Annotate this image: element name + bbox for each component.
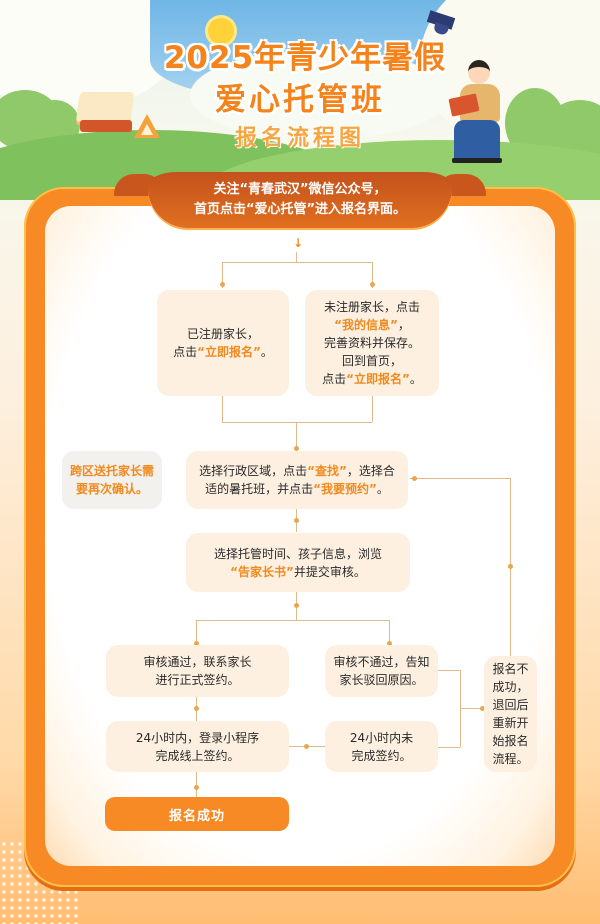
highlight-link-text: “我的信息” — [334, 318, 398, 332]
arrow-marker — [370, 282, 375, 287]
page-subtitle: 报名流程图 — [234, 126, 365, 151]
step-approved: 审核通过，联系家长 进行正式签约。 — [106, 645, 289, 697]
arrow-marker — [387, 641, 392, 646]
banner-line1: 关注“青春武汉”微信公众号， — [213, 182, 387, 197]
box-text: 进行正式签约。 — [155, 673, 240, 687]
banner-line2: 首页点击“爱心托管”进入报名界面。 — [193, 202, 407, 217]
arrow-marker — [194, 641, 199, 646]
header-illustration: 2025年青少年暑假 爱心托管班 报名流程图 — [0, 0, 600, 200]
reading-child-illustration — [440, 58, 530, 168]
step-not-signed: 24小时内未 完成签约。 — [325, 721, 438, 772]
page-title-line1: 2025年青少年暑假 — [163, 40, 447, 76]
step-select-district: 选择行政区域，点击“查找”，选择合 适的暑托班，并点击“我要预约”。 — [186, 451, 408, 509]
page-title-line2: 爱心托管班 — [215, 82, 385, 118]
box-text: 家长驳回原因。 — [339, 673, 424, 687]
connector-line — [196, 772, 197, 797]
box-text: 已注册家长， — [186, 327, 259, 341]
connector-line — [296, 252, 297, 262]
arrow-marker — [508, 564, 513, 569]
box-text: 完成签约。 — [351, 748, 412, 763]
box-text: 审核不通过，告知 — [333, 655, 430, 669]
down-arrow-icon: ↓ — [293, 236, 304, 250]
box-text: 适的暑托班，并点击“我要预约”。 — [205, 482, 389, 496]
cloud-decoration — [190, 50, 450, 140]
intro-banner-text: 关注“青春武汉”微信公众号， 首页点击“爱心托管”进入报名界面。 — [148, 180, 452, 220]
connector-line — [460, 708, 484, 709]
highlight-link-text: “立即报名” — [346, 372, 410, 386]
arrow-marker — [480, 706, 485, 711]
cross-district-note: 跨区送托家长需 要再次确认。 — [62, 451, 162, 509]
highlight-link-text: “告家长书” — [230, 564, 294, 579]
connector-line — [222, 262, 223, 288]
box-text: 点击“立即报名”。 — [322, 372, 422, 386]
highlight-link-text: “我要预约” — [313, 482, 377, 496]
box-text: 点击“立即报名”。 — [173, 345, 273, 359]
arrow-marker — [294, 518, 299, 523]
box-text: 完成线上签约。 — [155, 748, 240, 763]
registration-success: 报名成功 — [105, 797, 289, 831]
step-rejected: 审核不通过，告知 家长驳回原因。 — [325, 645, 438, 697]
box-text: 成功， — [492, 680, 529, 694]
books-icon — [75, 92, 136, 138]
arrow-marker — [304, 744, 309, 749]
step-failed: 报名不 成功， 退回后 重新开 始报名 流程。 — [484, 656, 537, 772]
box-text: 24小时内，登录小程序 — [135, 730, 260, 745]
intro-banner — [148, 172, 452, 228]
sun-icon — [208, 18, 234, 44]
connector-line — [196, 620, 197, 644]
connector-line — [438, 747, 460, 748]
connector-line — [372, 396, 373, 422]
box-text: 报名不 — [492, 662, 529, 676]
box-text: 始报名 — [492, 734, 529, 748]
box-text: 未注册家长，点击 — [323, 300, 420, 314]
connector-line — [222, 422, 372, 423]
step-select-time: 选择托管时间、孩子信息，浏览 “告家长书”并提交审核。 — [186, 533, 410, 592]
arrow-marker — [412, 476, 417, 481]
box-text: 选择托管时间、孩子信息，浏览 — [213, 546, 382, 561]
step-sign-online: 24小时内，登录小程序 完成线上签约。 — [106, 721, 289, 772]
arrow-marker — [194, 706, 199, 711]
box-text: 流程。 — [492, 752, 529, 766]
box-text: 完善资料并保存。 — [323, 336, 420, 350]
step-unregistered-parent: 未注册家长，点击 “我的信息”， 完善资料并保存。 回到首页， 点击“立即报名”… — [305, 290, 439, 396]
highlight-link-text: “查找” — [307, 464, 347, 478]
connector-line — [222, 262, 372, 263]
arrow-marker — [194, 785, 199, 790]
connector-line — [196, 620, 389, 621]
box-text: 回到首页， — [341, 354, 402, 368]
triangle-ruler-hole — [141, 124, 153, 135]
connector-line — [389, 620, 390, 644]
arrow-marker — [294, 603, 299, 608]
connector-line — [438, 670, 460, 671]
highlight-link-text: “立即报名” — [197, 345, 261, 359]
box-text: “告家长书”并提交审核。 — [230, 564, 366, 579]
box-text: 选择行政区域，点击“查找”，选择合 — [199, 464, 395, 478]
note-text: 要再次确认。 — [75, 482, 148, 496]
connector-line — [296, 422, 297, 450]
arrow-marker — [294, 446, 299, 451]
box-text: 退回后 — [492, 698, 529, 712]
box-text: 重新开 — [492, 716, 529, 730]
box-text: 24小时内未 — [349, 730, 414, 745]
connector-line — [372, 262, 373, 288]
connector-line — [222, 396, 223, 422]
step-registered-parent: 已注册家长， 点击“立即报名”。 — [157, 290, 289, 396]
note-text: 跨区送托家长需 — [69, 464, 154, 478]
connector-line — [410, 478, 510, 479]
box-text: “我的信息”， — [334, 318, 410, 332]
arrow-marker — [220, 282, 225, 287]
box-text: 审核通过，联系家长 — [143, 655, 252, 669]
